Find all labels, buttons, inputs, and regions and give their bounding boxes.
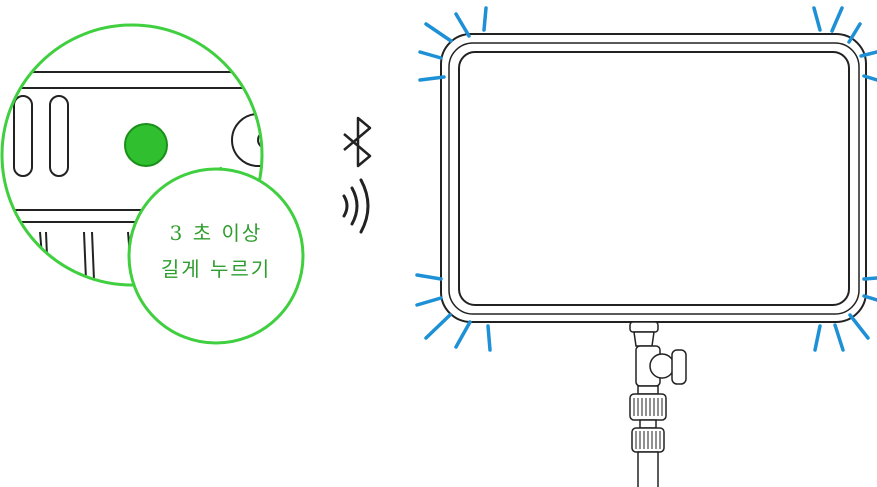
light-panel xyxy=(440,33,867,323)
callout-line-1: 3 초 이상 xyxy=(169,221,263,245)
magnified-device-view xyxy=(0,23,264,287)
flash-rays xyxy=(415,6,877,352)
power-button[interactable] xyxy=(124,123,168,167)
panel-bezel xyxy=(448,42,860,315)
signal-waves-icon xyxy=(342,178,370,234)
vent-slot xyxy=(49,95,69,177)
light-stand xyxy=(629,321,687,487)
magnifier-ring xyxy=(0,23,264,287)
callout-bubble xyxy=(127,166,305,345)
panel-screen xyxy=(458,51,850,306)
vent-slot xyxy=(13,95,33,177)
callout-line-2: 길게 누르기 xyxy=(160,257,272,281)
bluetooth-icon xyxy=(343,116,372,168)
stand-knob[interactable] xyxy=(671,349,687,385)
